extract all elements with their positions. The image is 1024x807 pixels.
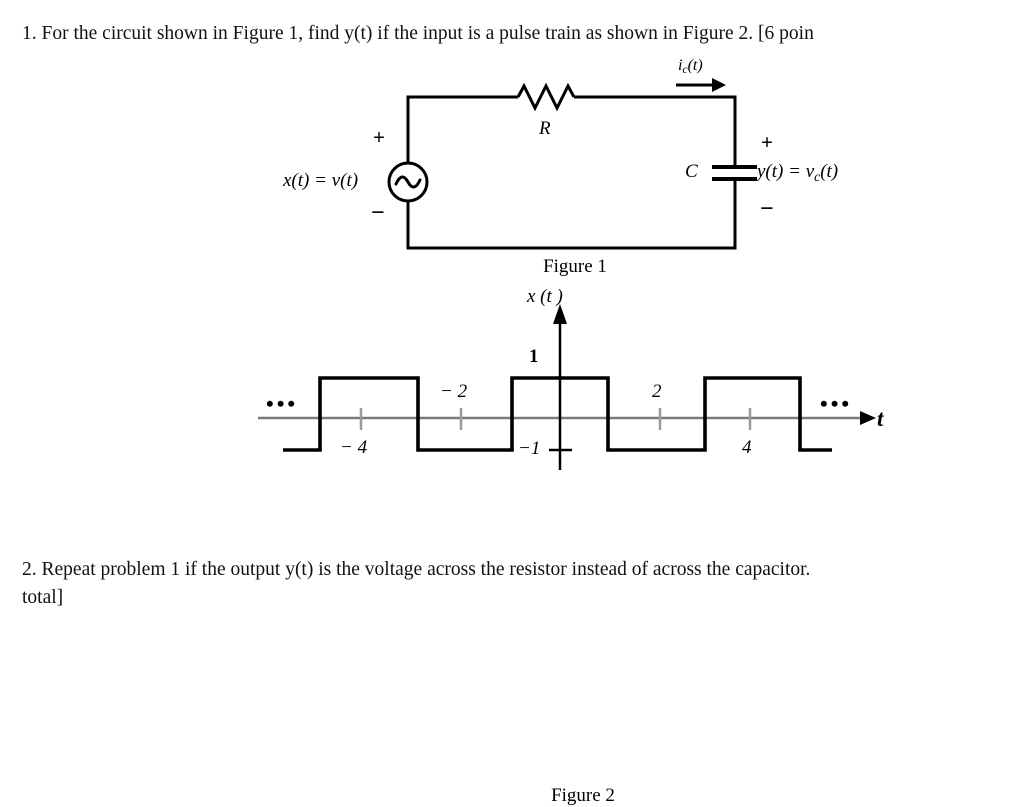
wire-bottom: [406, 179, 737, 250]
problem-1-text: For the circuit shown in Figure 1, find …: [41, 23, 814, 44]
source-plus-sign: +: [373, 125, 385, 149]
problem-1-statement: 1. For the circuit shown in Figure 1, fi…: [22, 20, 814, 48]
output-minus-sign: −: [760, 196, 774, 222]
x-axis-label: t: [877, 406, 884, 431]
y-axis-label: x (t ): [527, 286, 563, 307]
problem-2-statement-line-1: 2. Repeat problem 1 if the output y(t) i…: [22, 556, 810, 584]
problem-2-statement-line-2: total]: [22, 587, 64, 608]
figure-2-caption: Figure 2: [551, 785, 615, 806]
problem-1-number: 1.: [22, 23, 37, 44]
current-label: ic(t): [678, 57, 703, 77]
problem-2-number: 2.: [22, 559, 37, 580]
wire-top-left: [406, 95, 518, 163]
circuit-schematic-svg: [387, 78, 757, 250]
output-plus-sign: +: [761, 130, 773, 154]
figure-1-circuit: ic(t) + − x(t) = v(t) R C + − y(t) = vc(…: [0, 0, 1024, 290]
resistor-icon: [516, 82, 576, 112]
resistor-label: R: [539, 118, 551, 139]
output-label: y(t) = vc(t): [757, 161, 839, 184]
negative-one-label: −1: [518, 438, 541, 459]
capacitor-label: C: [685, 161, 698, 182]
x-axis-arrowhead: [553, 304, 567, 324]
figure-2-pulse-train: x (t ) t 1 −1 − 4 − 2 2 4 ••• ••• Figure…: [0, 280, 1024, 806]
t-axis-arrowhead: [860, 411, 876, 425]
right-ellipsis: •••: [820, 391, 853, 416]
ac-source-sine-glyph: [394, 175, 422, 189]
figure-1-caption: Figure 1: [543, 256, 607, 277]
pulse-train-plot-svg: [258, 304, 876, 470]
amplitude-label: 1: [529, 346, 539, 367]
wire-top-right: [574, 95, 737, 167]
tick-label-2: 2: [652, 381, 662, 402]
current-arrow-head: [712, 78, 726, 92]
source-label: x(t) = v(t): [283, 170, 359, 191]
tick-label-4: 4: [742, 437, 752, 458]
tick-label-minus-2: − 2: [440, 381, 468, 402]
problem-2-text: Repeat problem 1 if the output y(t) is t…: [41, 559, 811, 580]
left-ellipsis: •••: [266, 391, 299, 416]
tick-label-minus-4: − 4: [340, 437, 368, 458]
source-minus-sign: −: [371, 200, 385, 226]
pulse-train-waveform: [283, 376, 832, 452]
